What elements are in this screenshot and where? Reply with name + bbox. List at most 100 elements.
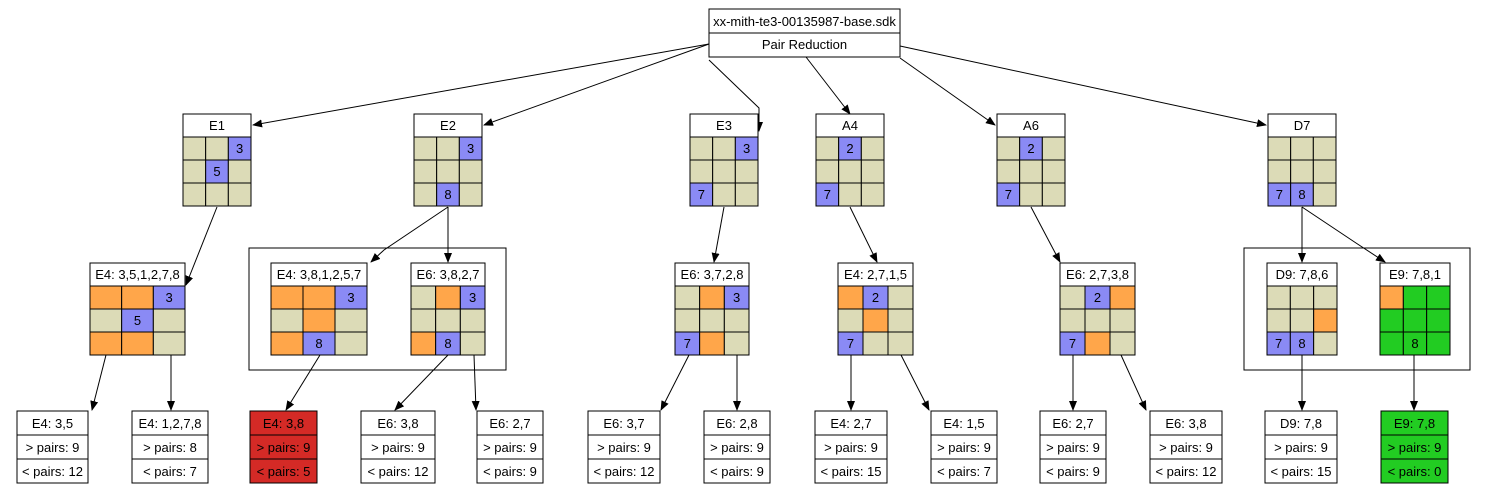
level2-cell-0-0-1 xyxy=(121,285,154,310)
leaf-node-12: E9: 7,8> pairs: 9< pairs: 0 xyxy=(1380,410,1449,484)
edge-5 xyxy=(899,45,1267,128)
level2-cell-7-1-0 xyxy=(1379,308,1404,333)
leaf-gt-11: > pairs: 9 xyxy=(1274,440,1328,455)
level2-cell-3-0-1 xyxy=(699,285,725,310)
level1-cell-1-2-2 xyxy=(458,182,483,207)
level2-cell-3-1-2 xyxy=(723,308,750,333)
level1-cell-0-0-1 xyxy=(205,136,229,161)
level2-cell-5-2-2 xyxy=(1109,331,1136,356)
leaf-lt-5: < pairs: 12 xyxy=(593,464,654,479)
level1-cell-3-2-2 xyxy=(860,182,885,207)
level2-label-4: E4: 2,7,1,5 xyxy=(844,267,907,282)
level2-cell-1-1-2 xyxy=(334,308,368,333)
leaf-lt-3: < pairs: 12 xyxy=(367,464,428,479)
leaf-lt-12: < pairs: 0 xyxy=(1388,464,1442,479)
level2-digit-6-2-1: 8 xyxy=(1298,336,1305,351)
leaf-gt-7: > pairs: 9 xyxy=(824,440,878,455)
leaf-label-7: E4: 2,7 xyxy=(830,416,871,431)
level2-label-3: E6: 3,7,2,8 xyxy=(681,267,744,282)
level2-cell-2-2-2 xyxy=(459,331,486,356)
level2-digit-4-0-1: 2 xyxy=(872,290,879,305)
leaf-lt-10: < pairs: 12 xyxy=(1155,464,1216,479)
edges xyxy=(90,43,1418,411)
level1-digit-4-0-1: 2 xyxy=(1027,141,1034,156)
level2-cell-5-1-0 xyxy=(1059,308,1086,333)
level2-label-7: E9: 7,8,1 xyxy=(1389,267,1441,282)
level2-cell-2-1-0 xyxy=(410,308,437,333)
leaf-node-3: E6: 3,8> pairs: 9< pairs: 12 xyxy=(360,410,436,484)
edge-14 xyxy=(90,354,107,411)
level2-cell-0-2-0 xyxy=(89,331,123,356)
leaf-node-0: E4: 3,5> pairs: 9< pairs: 12 xyxy=(16,410,89,484)
level2-cell-7-1-1 xyxy=(1402,308,1428,333)
level2-cell-4-1-0 xyxy=(837,308,864,333)
level1-digit-4-2-0: 7 xyxy=(1005,187,1012,202)
level1-cell-1-0-0 xyxy=(413,136,438,161)
level2-label-2: E6: 3,8,2,7 xyxy=(417,267,480,282)
level1-cell-3-1-0 xyxy=(815,159,840,184)
leaf-lt-9: < pairs: 9 xyxy=(1046,464,1100,479)
level2-cell-6-1-0 xyxy=(1266,308,1291,333)
level1-digit-0-0-2: 3 xyxy=(236,141,243,156)
level1-digit-2-2-0: 7 xyxy=(698,187,705,202)
leaf-lt-11: < pairs: 15 xyxy=(1270,464,1331,479)
level2-label-0: E4: 3,5,1,2,7,8 xyxy=(95,267,180,282)
leaf-node-2: E4: 3,8> pairs: 9< pairs: 5 xyxy=(249,410,318,484)
level2-cell-7-2-2 xyxy=(1426,331,1451,356)
level1-cell-0-2-1 xyxy=(205,182,229,207)
level1-cell-2-2-1 xyxy=(712,182,736,207)
leaf-gt-9: > pairs: 9 xyxy=(1046,440,1100,455)
edge-0 xyxy=(252,43,710,128)
leaf-node-7: E4: 2,7 > pairs: 9 < pairs: 15 xyxy=(814,410,888,484)
level2-node-3: E6: 3,7,2,837 xyxy=(674,262,750,356)
level1-cell-2-0-0 xyxy=(689,136,714,161)
level1-digit-1-0-2: 3 xyxy=(467,141,474,156)
leaf-gt-8: > pairs: 9 xyxy=(937,440,991,455)
leaf-node-11: D9: 7,8> pairs: 9< pairs: 15 xyxy=(1264,410,1338,484)
level1-label-1: E2 xyxy=(440,118,456,133)
edge-3 xyxy=(805,56,851,115)
level2-node-2: E6: 3,8,2,738 xyxy=(410,262,486,356)
leaf-node-6: E6: 2,8> pairs: 9< pairs: 9 xyxy=(703,410,771,484)
level2-cell-3-1-1 xyxy=(699,308,725,333)
leaf-gt-0: > pairs: 9 xyxy=(26,440,80,455)
leaf-gt-10: > pairs: 9 xyxy=(1159,440,1213,455)
level1-cell-5-1-0 xyxy=(1267,159,1292,184)
level2-digit-5-2-0: 7 xyxy=(1069,336,1076,351)
leaf-gt-3: > pairs: 9 xyxy=(371,440,425,455)
level2-node-0: E4: 3,5,1,2,7,8 3 5 xyxy=(89,262,186,356)
edge-16 xyxy=(285,354,321,411)
level2-cell-3-1-0 xyxy=(674,308,701,333)
level1-cell-3-1-2 xyxy=(860,159,885,184)
edge-18 xyxy=(471,354,480,411)
level2-digit-4-2-0: 7 xyxy=(847,336,854,351)
level1-cell-3-1-1 xyxy=(838,159,862,184)
level2-cell-3-2-2 xyxy=(723,331,750,356)
level2-digit-3-0-2: 3 xyxy=(733,290,740,305)
leaf-node-1: E4: 1,2,7,8> pairs: 8< pairs: 7 xyxy=(131,410,209,484)
level1-cell-2-1-1 xyxy=(712,159,736,184)
level2-cell-1-1-1 xyxy=(302,308,336,333)
level2-cell-2-2-0 xyxy=(410,331,437,356)
level2-digit-0-0-2: 3 xyxy=(166,290,173,305)
level1-cell-0-2-2 xyxy=(227,182,252,207)
level2-digit-0-1-1: 5 xyxy=(134,313,141,328)
level2-label-1: E4: 3,8,1,2,5,7 xyxy=(277,267,362,282)
leaf-gt-4: > pairs: 9 xyxy=(483,440,537,455)
level1-cell-5-0-2 xyxy=(1312,136,1337,161)
level2-cell-4-1-2 xyxy=(887,308,914,333)
level1-cell-4-0-2 xyxy=(1041,136,1066,161)
level2-cell-7-2-0 xyxy=(1379,331,1404,356)
level1-cell-0-1-2 xyxy=(227,159,252,184)
leaf-node-4: E6: 2,7> pairs: 9< pairs: 9 xyxy=(476,410,544,484)
leaf-lt-7: < pairs: 15 xyxy=(820,464,881,479)
level1-label-3: A4 xyxy=(842,118,858,133)
level1-cell-4-1-2 xyxy=(1041,159,1066,184)
level1-cell-1-0-1 xyxy=(436,136,460,161)
leaf-label-6: E6: 2,8 xyxy=(716,416,757,431)
level2-cell-7-0-2 xyxy=(1426,285,1451,310)
level2-cell-0-0-0 xyxy=(89,285,123,310)
level1-cell-5-2-2 xyxy=(1312,182,1337,207)
